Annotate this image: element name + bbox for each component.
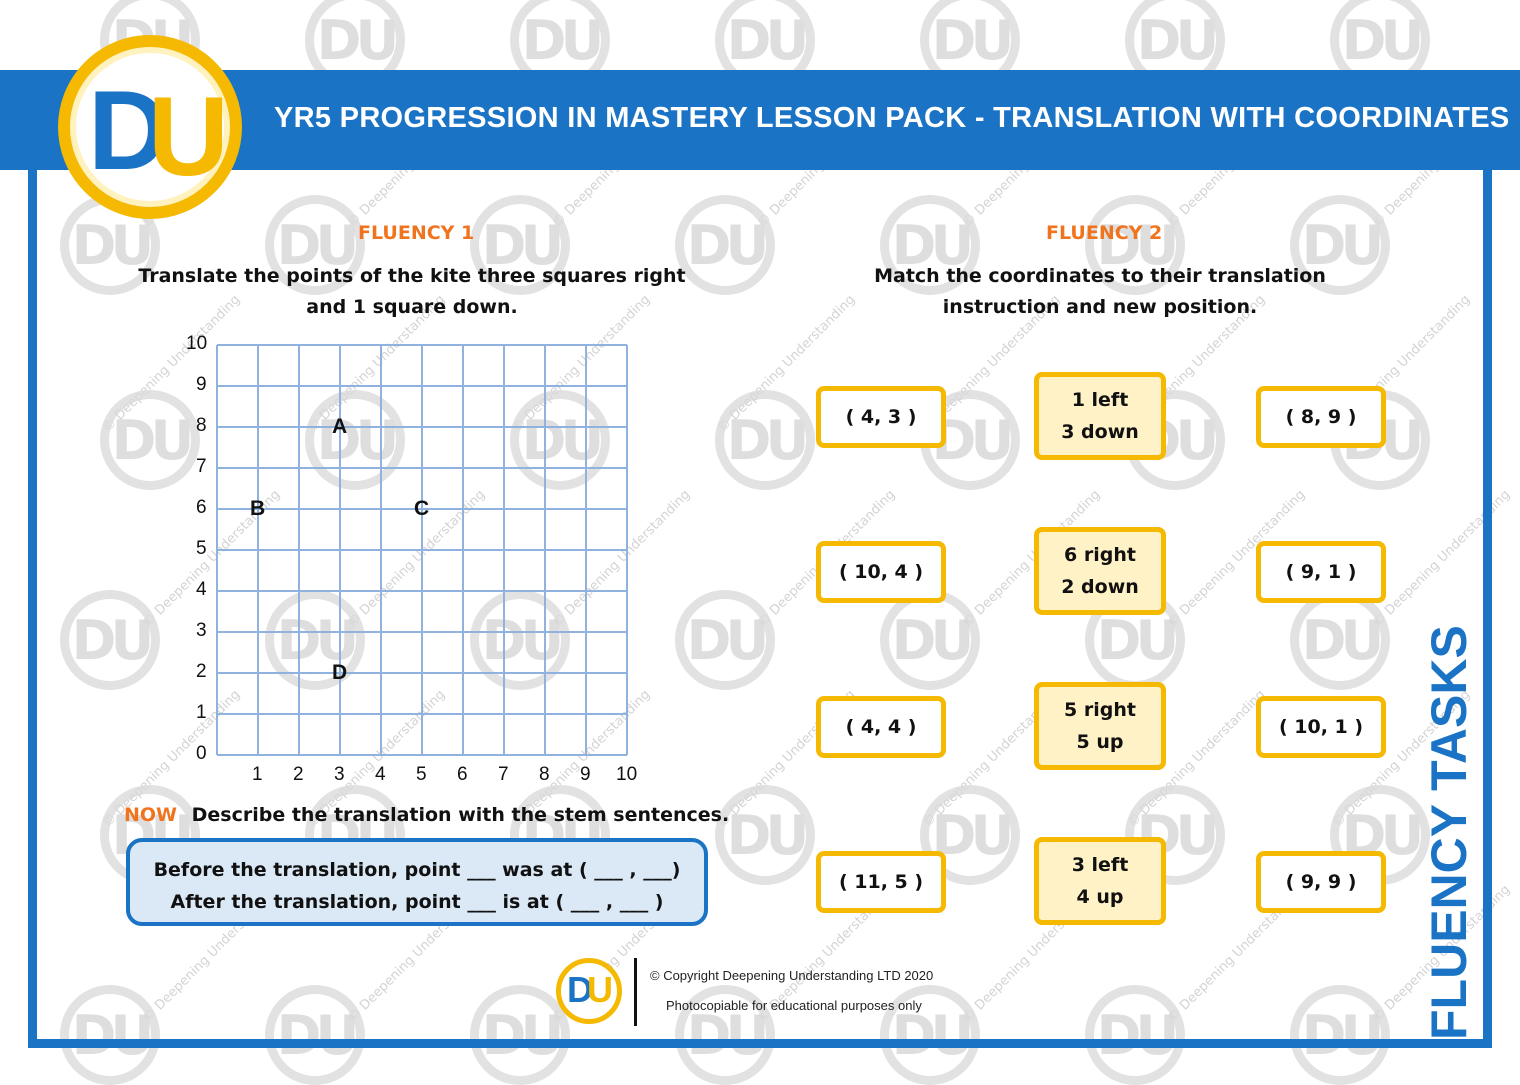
watermark-logo: DU [470,590,570,690]
coordinate-card-right[interactable]: ( 10, 1 ) [1256,696,1386,758]
fluency2-instruction-line1: Match the coordinates to their translati… [874,265,1326,287]
watermark-logo: DU [1290,195,1390,295]
footer-logo-letter-u: U [587,969,613,1010]
watermark-logo: DU [510,390,610,490]
watermark-logo: DU [470,985,570,1085]
x-axis-label: 3 [334,764,345,785]
kite-point-c: C [414,497,430,520]
x-axis-label: 5 [416,764,427,785]
grid-lines [216,344,628,756]
now-prompt: NOW Describe the translation with the st… [124,804,729,826]
page-frame [28,168,1492,1048]
coordinate-card-left[interactable]: ( 11, 5 ) [816,851,946,913]
du-logo: D U [58,35,242,219]
coordinate-card-left[interactable]: ( 4, 3 ) [816,386,946,448]
y-axis-label: 1 [196,702,207,723]
watermark-logo: DU [265,195,365,295]
instruction-card-line2: 5 up [1076,731,1124,753]
x-axis-label: 9 [580,764,591,785]
kite-point-b: B [250,497,266,520]
x-axis-label: 4 [375,764,386,785]
instruction-card-line2: 2 down [1061,576,1139,598]
footer-divider [634,958,637,1026]
stem-line-after: After the translation, point ___ is at (… [170,891,664,913]
coordinate-card-right[interactable]: ( 8, 9 ) [1256,386,1386,448]
kite-point-d: D [332,661,348,684]
watermark-logo: DU [305,390,405,490]
header-bar [0,70,1520,170]
y-axis-label: 4 [196,579,207,600]
instruction-card-line1: 1 left [1071,389,1129,411]
watermark-logo: DU [265,590,365,690]
watermark-logo: DU [1085,590,1185,690]
instruction-card[interactable]: 5 right 5 up [1034,682,1166,770]
instruction-card-line1: 5 right [1064,699,1136,721]
watermark-logo: DU [1085,985,1185,1085]
y-axis-label: 3 [196,620,207,641]
fluency-tasks-side-label: FLUENCY TASKS [1421,625,1477,1040]
logo-letter-d: D [88,68,169,193]
y-axis-label: 6 [196,497,207,518]
logo-letter-u: U [148,74,229,199]
now-text: Describe the translation with the stem s… [191,804,730,826]
coordinate-card-right[interactable]: ( 9, 9 ) [1256,851,1386,913]
y-axis-label: 5 [196,538,207,559]
fluency2-instruction-line2: instruction and new position. [942,296,1258,318]
x-axis-label: 6 [457,764,468,785]
x-axis-label: 1 [252,764,263,785]
instruction-card[interactable]: 1 left 3 down [1034,372,1166,460]
coordinate-card-right[interactable]: ( 9, 1 ) [1256,541,1386,603]
watermark-logo: DU [1085,195,1185,295]
instruction-card-line2: 4 up [1076,886,1124,908]
instruction-card-line2: 3 down [1061,421,1139,443]
x-axis-label: 2 [293,764,304,785]
watermark-logo: DU [100,390,200,490]
instruction-card-line1: 6 right [1064,544,1136,566]
watermark-logo: DU [470,195,570,295]
y-axis-label: 10 [186,333,208,354]
x-axis-label: 8 [539,764,550,785]
x-axis-label: 10 [616,764,638,785]
fluency1-instruction-line1: Translate the points of the kite three s… [138,265,686,287]
instruction-card-line1: 3 left [1071,854,1129,876]
fluency2-title: FLUENCY 2 [1046,222,1163,244]
watermark-logo: DU [715,390,815,490]
watermark-logo: DU [675,590,775,690]
y-axis-label: 0 [196,743,207,764]
fluency1-instruction: Translate the points of the kite three s… [130,261,694,323]
coordinate-card-left[interactable]: ( 4, 4 ) [816,696,946,758]
coordinate-card-left[interactable]: ( 10, 4 ) [816,541,946,603]
watermark-logo: DU [715,785,815,885]
y-axis-label: 7 [196,456,207,477]
instruction-card[interactable]: 3 left 4 up [1034,837,1166,925]
footer-note: Photocopiable for educational purposes o… [666,998,922,1013]
fluency2-instruction: Match the coordinates to their translati… [840,261,1360,323]
y-axis-label: 9 [196,374,207,395]
x-axis-label: 7 [498,764,509,785]
now-label: NOW [124,804,178,826]
footer-du-logo: D U [556,958,622,1024]
watermark-logo: DU [880,195,980,295]
fluency1-title: FLUENCY 1 [358,222,475,244]
watermark-logo: DU [1125,785,1225,885]
instruction-card[interactable]: 6 right 2 down [1034,527,1166,615]
fluency1-instruction-line2: and 1 square down. [306,296,518,318]
watermark-logo: DU [675,195,775,295]
stem-sentences-box: Before the translation, point ___ was at… [126,838,708,926]
footer-logo-letter-d: D [567,969,593,1010]
page-title: YR5 PROGRESSION IN MASTERY LESSON PACK -… [274,102,1510,134]
stem-line-before: Before the translation, point ___ was at… [153,859,681,881]
kite-point-a: A [332,415,348,438]
footer-copyright: © Copyright Deepening Understanding LTD … [650,968,934,983]
watermark-logo: DU [880,985,980,1085]
y-axis-label: 2 [196,661,207,682]
watermark-logo: DU [60,985,160,1085]
y-axis-label: 8 [196,415,207,436]
watermark-logo: DU [60,590,160,690]
